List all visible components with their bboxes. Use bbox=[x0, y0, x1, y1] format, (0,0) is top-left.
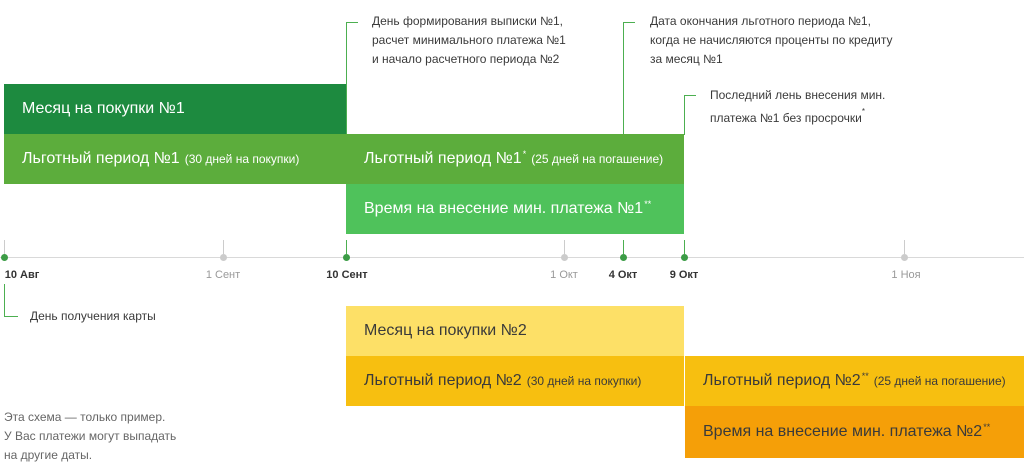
bar-minpay2: Время на внесение мин. платежа №2** bbox=[685, 406, 1024, 458]
timeline-date: 1 Ноя bbox=[891, 269, 921, 281]
timeline-date: 1 Сент bbox=[205, 269, 241, 281]
grace-end-annotation: Дата окончания льготного периода №1, ког… bbox=[650, 14, 893, 66]
timeline-tick bbox=[904, 240, 905, 254]
last-payment-annotation-line-h bbox=[684, 95, 696, 96]
bar-month1: Месяц на покупки №1 bbox=[4, 84, 346, 134]
bar-grace1-repayment: Льготный период №1*(25 дней на погашение… bbox=[346, 134, 684, 184]
disclaimer-note: Эта схема — только пример. У Вас платежи… bbox=[4, 410, 177, 462]
statement-annotation-line-h bbox=[346, 22, 358, 23]
card-received-line-h bbox=[4, 316, 18, 317]
timeline-tick bbox=[4, 240, 5, 254]
timeline-tick bbox=[684, 240, 685, 254]
last-payment-annotation: Последний лень внесения мин. платежа №1 … bbox=[710, 88, 886, 125]
statement-annotation-line-v bbox=[346, 22, 347, 134]
timeline-tick bbox=[564, 240, 565, 254]
timeline-date: 1 Окт bbox=[550, 269, 578, 281]
grace-end-annotation-line-v bbox=[623, 22, 624, 134]
card-received-annotation: День получения карты bbox=[30, 309, 156, 323]
bar-month2: Месяц на покупки №2 bbox=[346, 306, 684, 356]
timeline-dot bbox=[901, 254, 908, 261]
timeline-dot bbox=[620, 254, 627, 261]
grace-end-annotation-line-h bbox=[623, 22, 635, 23]
timeline-tick bbox=[223, 240, 224, 254]
timeline-date: 10 Авг bbox=[4, 269, 40, 281]
last-payment-annotation-line-v bbox=[684, 95, 685, 135]
timeline-dot bbox=[561, 254, 568, 261]
bar-grace2-repayment: Льготный период №2**(25 дней на погашени… bbox=[685, 356, 1024, 406]
statement-annotation: День формирования выписки №1, расчет мин… bbox=[372, 14, 566, 66]
card-received-line-v bbox=[4, 284, 5, 317]
timeline-tick bbox=[346, 240, 347, 254]
timeline-date: 4 Окт bbox=[608, 269, 638, 281]
timeline-dot bbox=[220, 254, 227, 261]
timeline-dot bbox=[681, 254, 688, 261]
bar-grace1: Льготный период №1(30 дней на покупки) bbox=[4, 134, 346, 184]
bar-grace2: Льготный период №2(30 дней на покупки) bbox=[346, 356, 684, 406]
timeline-dot bbox=[343, 254, 350, 261]
timeline-dot bbox=[1, 254, 8, 261]
timeline-date: 9 Окт bbox=[669, 269, 699, 281]
timeline-tick bbox=[623, 240, 624, 254]
timeline-axis bbox=[0, 257, 1024, 258]
bar-minpay1: Время на внесение мин. платежа №1** bbox=[346, 184, 684, 234]
timeline-date: 10 Сент bbox=[326, 269, 368, 281]
